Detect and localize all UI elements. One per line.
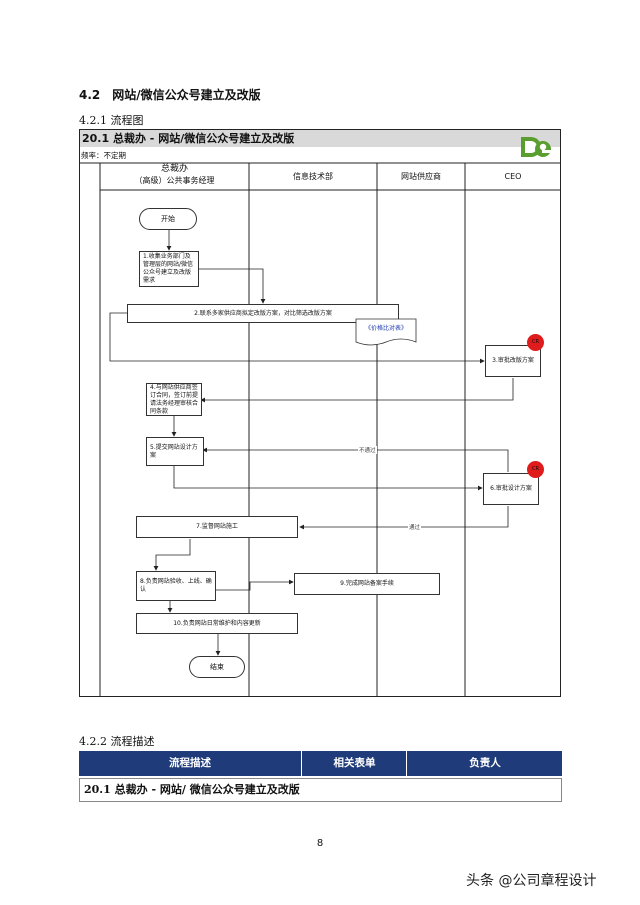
lane-header-it: 信息技术部 [293, 172, 333, 181]
step-1-node: 1.收集业务部门及管理层的网站/微信公众号建立及改版需求 [139, 251, 199, 287]
section-title: 网站/微信公众号建立及改版 [112, 88, 261, 102]
flowchart-title: 20.1 总裁办 - 网站/微信公众号建立及改版 [80, 130, 560, 147]
flowchart-frequency: 频率：不定期 [81, 151, 126, 160]
step-6-node: 6.审批设计方案 [483, 473, 539, 505]
document-shape [355, 318, 417, 346]
step-5-node: 5.提交网站设计方案 [146, 437, 204, 466]
reject-label: 不通过 [358, 446, 377, 454]
approve-label: 通过 [408, 523, 422, 531]
start-node: 开始 [139, 208, 197, 230]
flowchart-frame [79, 129, 561, 697]
step-2-node: 2.联系多家供应商拟定改版方案，对比筛选改版方案 [127, 304, 399, 323]
col-header-description: 流程描述 [169, 757, 211, 769]
col-header-forms: 相关表单 [301, 751, 407, 776]
lane-header-line2: （高级）公共事务经理 [134, 176, 215, 185]
subsection-description-heading: 4.2.2 流程描述 [79, 735, 155, 748]
section-heading: 4.2 网站/微信公众号建立及改版 [79, 86, 261, 103]
description-table-header: 流程描述 相关表单 负责人 [79, 751, 562, 776]
end-node: 结束 [189, 656, 245, 678]
step-10-node: 10.负责网站日常维护和内容更新 [136, 613, 298, 634]
page-number: 8 [316, 838, 324, 849]
ceo-badge-3: CR [527, 334, 544, 351]
lane-header-ceo: CEO [504, 172, 522, 181]
step-9-node: 9.完成网站备案手续 [294, 573, 440, 595]
step-4-node: 4.与网站供应商签订合同，签订前提请法务经理审核合同条款 [146, 383, 202, 416]
lane-header-vendor: 网站供应商 [401, 172, 441, 181]
lane-header-line1: 总裁办 [160, 164, 188, 174]
description-table-row: 20.1 总裁办 - 网站/ 微信公众号建立及改版 [79, 778, 562, 802]
col-header-owner: 负责人 [406, 751, 563, 776]
watermark: 头条 @公司章程设计 [466, 873, 597, 889]
ceo-badge-6: CR [527, 461, 544, 478]
subsection-flowchart-heading: 4.2.1 流程图 [79, 114, 144, 127]
d9-logo [521, 137, 551, 157]
price-comparison-doc: 《价格比对表》 [364, 325, 407, 332]
step-8-node: 8.负责网站验收、上线、确认 [136, 571, 216, 601]
lane-header-president-office: 总裁办 （高级）公共事务经理 [100, 164, 249, 186]
step-7-node: 7.监督网站施工 [136, 516, 298, 538]
section-number: 4.2 [79, 88, 101, 102]
